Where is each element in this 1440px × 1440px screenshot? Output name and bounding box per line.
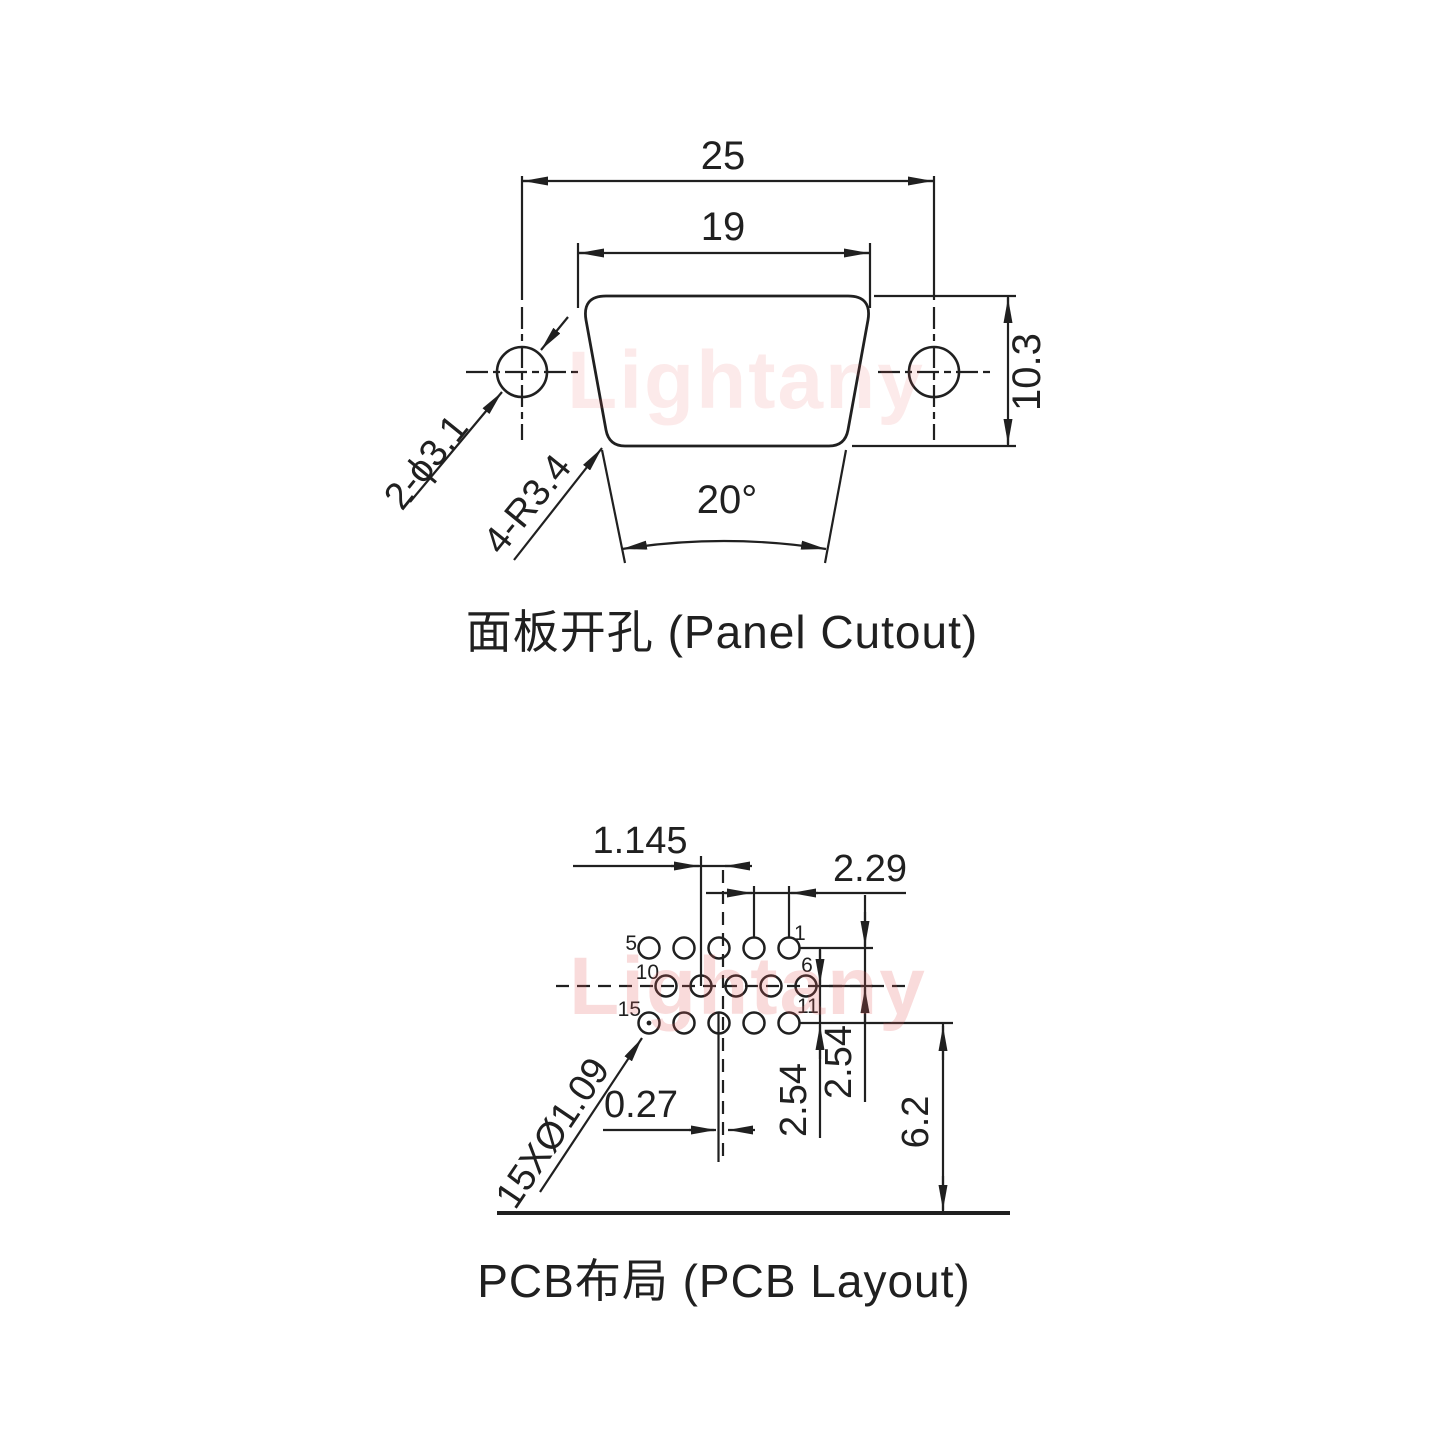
dim-2-54a-label: 2.54 bbox=[818, 1025, 860, 1099]
watermark-text-top: Lightany bbox=[567, 335, 925, 426]
corner-radius-callout: 4-R3.4 bbox=[475, 447, 603, 562]
pcb-layout-title: PCB布局 (PCB Layout) bbox=[477, 1255, 970, 1307]
dim-center-offset: 0.27 bbox=[603, 1084, 755, 1135]
dim-inner-width: 19 bbox=[576, 205, 872, 308]
pcb-layout-view: 1.145 2.29 2.54 2.54 bbox=[477, 820, 1010, 1307]
dim-10-3-label: 10.3 bbox=[1005, 333, 1049, 411]
dim-1-145-label: 1.145 bbox=[592, 820, 687, 862]
dsub-cutout-outline bbox=[584, 294, 870, 448]
dim-row-spacing-b: 2.54 bbox=[773, 948, 825, 1138]
left-mount-hole bbox=[466, 307, 578, 440]
dim-20deg-label: 20° bbox=[697, 478, 758, 522]
watermark-text-bottom: Lightany bbox=[569, 941, 927, 1032]
dim-row-offset: 1.145 bbox=[573, 820, 752, 871]
pin5-label: 5 bbox=[625, 932, 637, 955]
corner-radius-label: 4-R3.4 bbox=[475, 447, 579, 562]
dim-2-29-label: 2.29 bbox=[833, 848, 907, 890]
dim-outer-width: 25 bbox=[520, 134, 936, 300]
right-mount-hole bbox=[878, 307, 990, 440]
dim-0-27-label: 0.27 bbox=[604, 1084, 678, 1126]
dim-height: 10.3 bbox=[852, 294, 1049, 448]
pin15-label: 15 bbox=[618, 998, 641, 1021]
pin-row-bottom bbox=[637, 1011, 801, 1035]
dim-row-spacing-a: 2.54 bbox=[818, 895, 870, 1102]
pin-number-labels: 5 10 15 1 6 11 bbox=[618, 922, 819, 1021]
pin1-label: 1 bbox=[794, 922, 806, 945]
pin15-center-dot bbox=[646, 1020, 652, 1026]
pin6-label: 6 bbox=[801, 954, 813, 977]
pin10-label: 10 bbox=[636, 961, 659, 984]
dim-6-2-label: 6.2 bbox=[895, 1096, 937, 1149]
pin-row-top bbox=[637, 936, 801, 960]
dim-25-label: 25 bbox=[701, 134, 746, 178]
pad-hole-callout: 15XØ1.09 bbox=[488, 1037, 643, 1216]
pin11-label: 11 bbox=[797, 995, 819, 1018]
pad-hole-label: 15XØ1.09 bbox=[488, 1051, 619, 1216]
dim-19-label: 19 bbox=[701, 205, 746, 249]
mount-hole-label: 2-ϕ3.1 bbox=[376, 407, 477, 517]
dim-side-angle: 20° bbox=[600, 449, 848, 564]
dim-2-54b-label: 2.54 bbox=[773, 1063, 815, 1137]
panel-cutout-view: 25 19 10.3 2-ϕ3.1 4-R bbox=[376, 134, 1049, 658]
dim-pitch: 2.29 bbox=[706, 848, 907, 938]
panel-cutout-title: 面板开孔 (Panel Cutout) bbox=[466, 606, 978, 658]
dim-edge-distance: 6.2 bbox=[895, 1024, 948, 1211]
